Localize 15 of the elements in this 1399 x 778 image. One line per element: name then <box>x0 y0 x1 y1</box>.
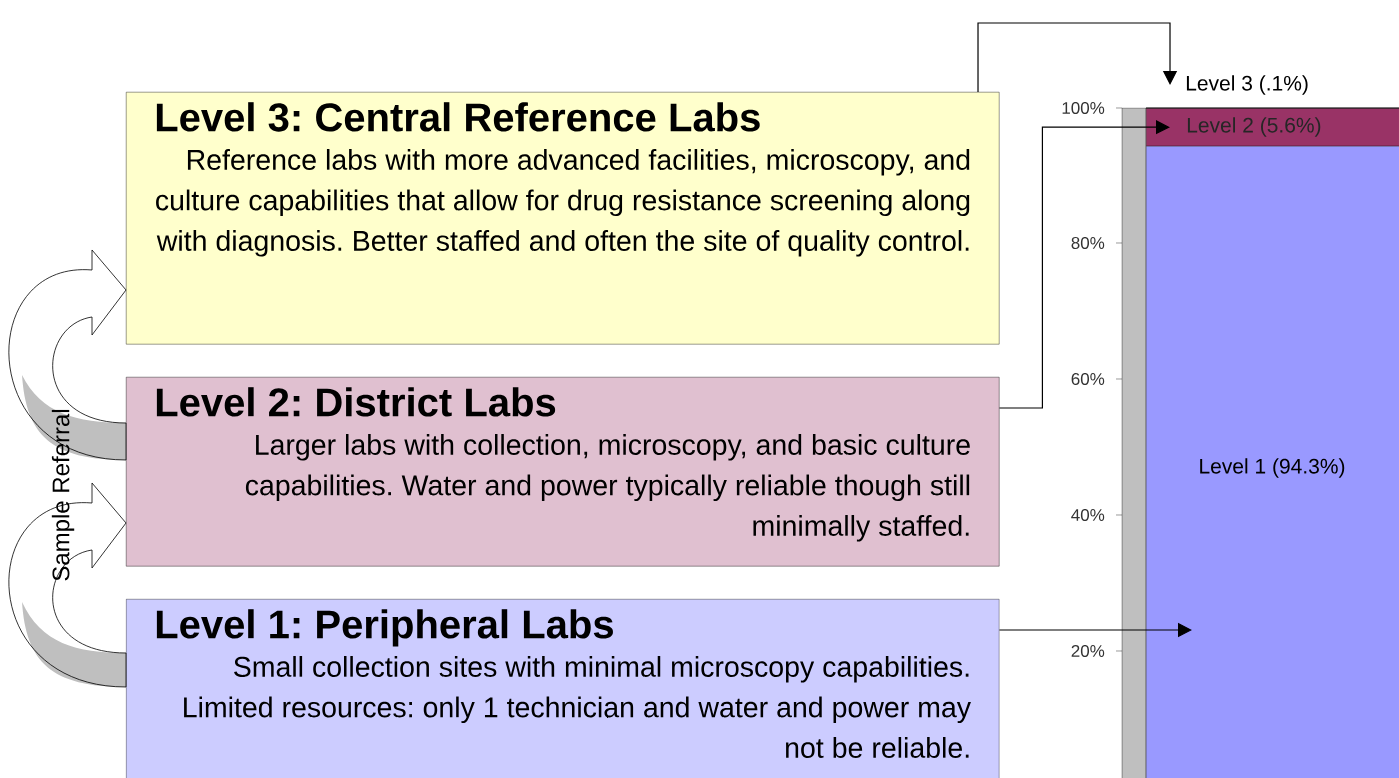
bar-segment: Level 1 (94.3%) <box>1146 146 1399 778</box>
block-arrow <box>8 249 127 461</box>
level-box: Level 2: District Labs Larger labs with collection, microscopy, and basic culture capabilities. Water and power typically reliable though still minimally staffed. <box>126 377 1000 567</box>
tick-label: 40% <box>1071 509 1105 521</box>
tick-label: 20% <box>1071 645 1105 657</box>
arrow <box>998 120 1170 409</box>
axis-label: Sample Referral <box>51 409 75 581</box>
level-box: Level 1: Peripheral Labs Small collection sites with minimal microscopy capabilities. Limited resources: only 1 technician and water and power may not be reliable. <box>126 599 1000 778</box>
block-arrow <box>8 482 127 688</box>
level-box: Level 3: Central Reference Labs Reference labs with more advanced facilities, microscopy, and culture capabilities that allow for drug resistance screening along with diagnosis. Better staffed and often the site of quality control. <box>126 92 1000 345</box>
bar-segment: Level 2 (5.6%) <box>1146 108 1399 147</box>
tick-label: 100% <box>1062 102 1105 114</box>
tick-label: 60% <box>1071 373 1105 385</box>
bar-label: Level 3 (.1%) <box>1186 75 1308 95</box>
tick-label: 80% <box>1071 237 1105 249</box>
